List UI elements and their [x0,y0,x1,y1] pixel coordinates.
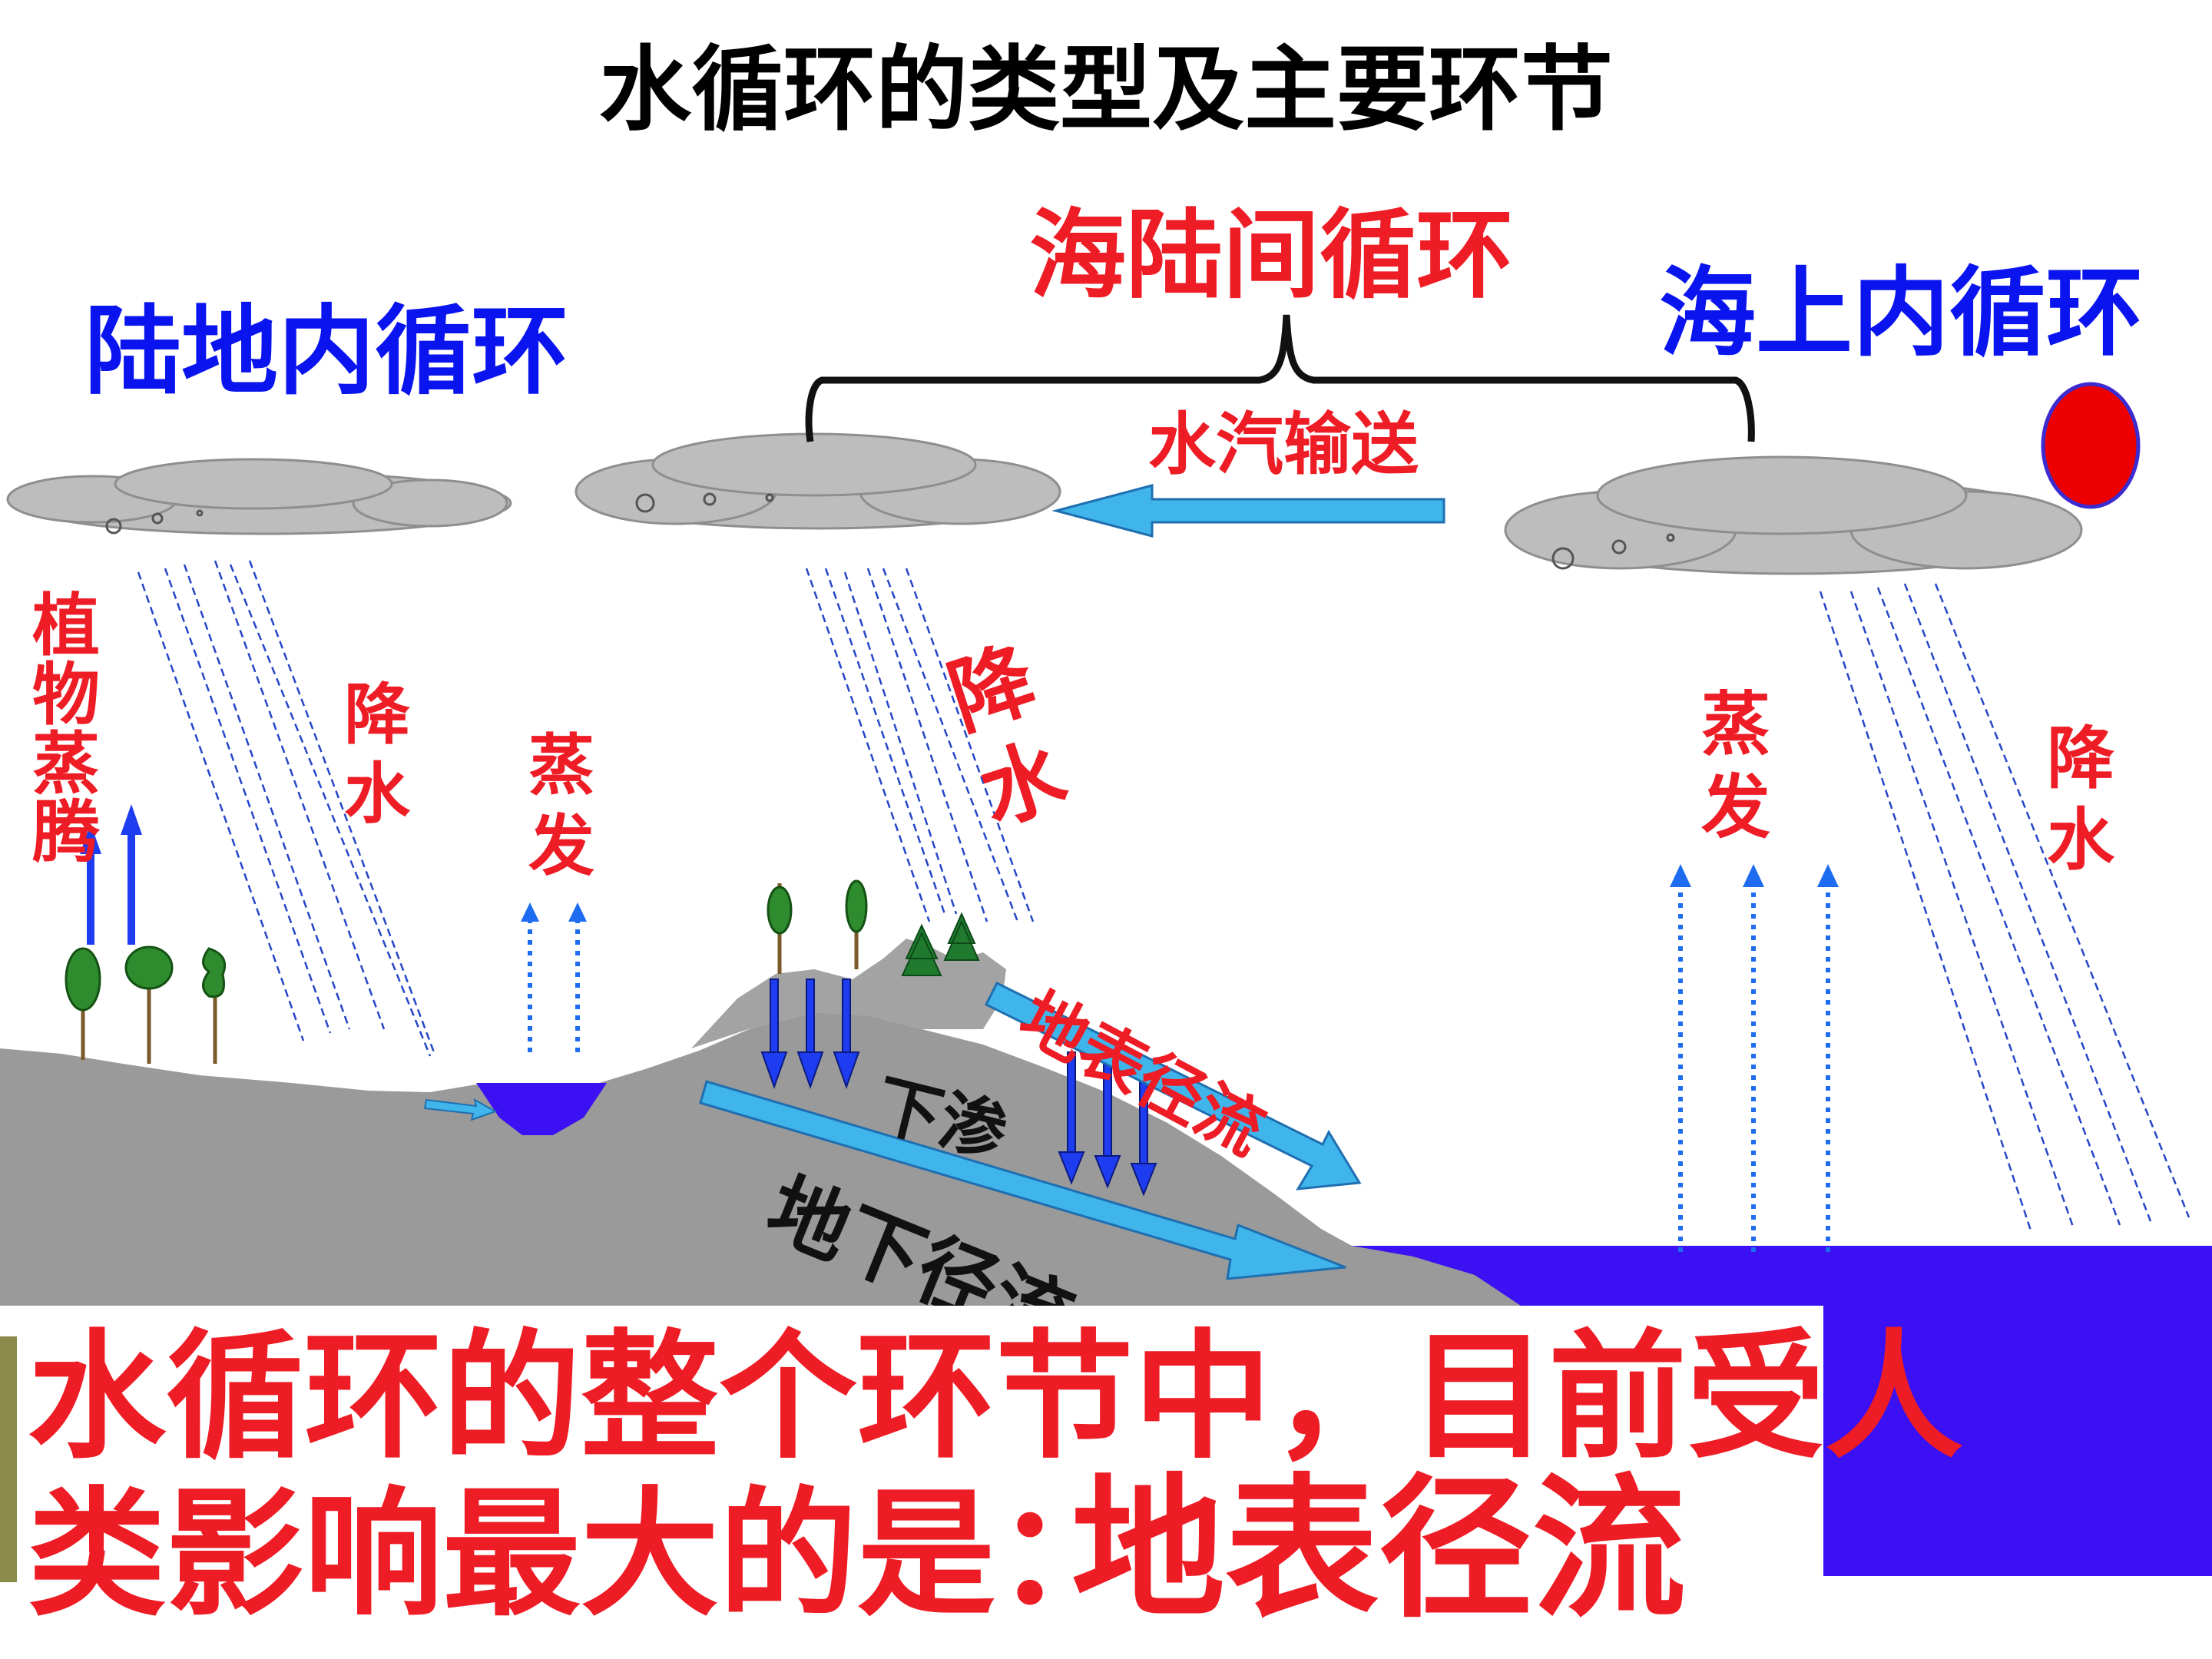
infiltration-arrows [760,979,1157,1197]
sea-land-cycle-label: 海陆间循环 [1029,199,1513,312]
question-box [17,1306,1823,1641]
question-line-2: 类影响最大的是： [28,1475,1134,1635]
rain-middle [805,568,1035,922]
evaporation-arrows-ocean [1677,876,1832,1252]
groundwater-runoff-arrow [699,1080,1346,1280]
evaporation-arrowheads [521,864,1839,922]
transpiration-label: 植物蒸腾 [32,586,101,873]
sun [2041,382,2141,509]
evaporation-arrows-land [526,914,581,1052]
lake [476,1083,607,1135]
rain-right [1819,583,2190,1233]
vapor-transport-label: 水汽输送 [1148,405,1419,484]
land-cycle-label: 陆地内循环 [84,295,568,408]
cloud-left [6,458,512,535]
precipitation-ocean-label: 降水 [2047,719,2115,879]
evaporation-land-label: 蒸发 [528,727,594,885]
evaporation-ocean-label: 蒸发 [1701,684,1770,848]
river-inflow-arrow [423,1098,498,1121]
surface-runoff-arrow [984,981,1362,1190]
rain-left [137,560,435,1057]
ocean-cycle-label: 海上内循环 [1659,257,2143,369]
trees-mountain [767,879,980,976]
cloud-droplets [105,492,1675,570]
left-edge-strip [0,1336,17,1582]
sea-land-brace [805,314,1755,442]
diagram-title: 水循环的类型及主要环节 [599,37,1613,144]
precipitation-land-label: 降水 [344,677,410,833]
answer-text: 地表径流 [1071,1460,1687,1639]
cloud-middle [575,432,1061,530]
cloud-right [1504,455,2083,575]
vapor-transport-arrow [1051,484,1445,538]
trees-left [65,945,227,1064]
ocean-depth [1823,1306,2212,1576]
question-line-1: 水循环的整个环节中，目前受人 [28,1317,1964,1478]
transpiration-arrows [80,804,142,945]
